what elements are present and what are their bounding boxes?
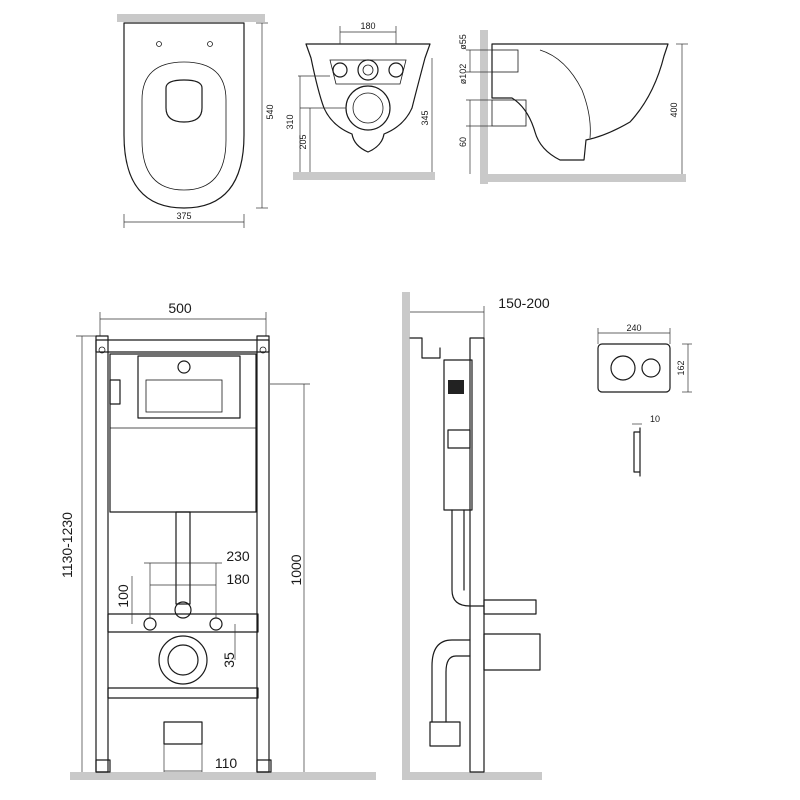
dim-label-bolt-top-height: 1000 <box>288 554 304 585</box>
drain-stub-side <box>429 721 461 747</box>
floor-hatch-frame-side <box>402 772 542 780</box>
dim-label-bolt-height: 310 <box>285 114 295 129</box>
dim-label-foot-spacing: 110 <box>215 755 238 771</box>
cistern-body <box>109 353 257 513</box>
frame-upright-right <box>256 335 270 773</box>
bottom-crossbar <box>107 687 259 699</box>
frame-bolt-left <box>98 346 106 354</box>
drain-bend-side <box>431 639 471 723</box>
rear-bolt-left <box>332 62 348 78</box>
cistern-side-body <box>443 359 473 511</box>
flush-button-small <box>641 358 661 378</box>
frame-front-view: 500 1130-1230 1000 <box>59 300 376 780</box>
mounting-rail <box>107 613 259 633</box>
frame-side-upright <box>469 337 485 773</box>
cistern-side-window <box>447 429 471 449</box>
drain-stub <box>163 721 203 745</box>
flush-plate-view: 240 162 10 <box>597 323 692 477</box>
wall-hatch-top <box>117 14 265 22</box>
dim-label-height-range: 1130-1230 <box>59 512 75 578</box>
dim-label-side-height: 400 <box>669 102 679 117</box>
frame-side-view: 150-200 <box>402 292 550 780</box>
flush-pipe-outlet <box>174 601 192 619</box>
dim-label-rear-span: 180 <box>360 21 375 31</box>
floor-hatch-side <box>480 174 686 182</box>
cistern-side-valve <box>448 380 464 394</box>
bowl-rim-top <box>141 61 227 191</box>
frame-top-rail <box>95 339 270 353</box>
bowl-side-outline <box>491 43 669 161</box>
dim-label-bowl-depth: 540 <box>265 104 275 119</box>
rear-inlet-core <box>362 64 374 76</box>
dim-label-total-height: 345 <box>420 110 430 125</box>
dim-label-plate-width: 240 <box>626 323 641 333</box>
wall-bracket <box>409 337 441 359</box>
flush-button-large <box>610 355 636 381</box>
dim-label-plate-thickness: 10 <box>650 414 660 424</box>
dim-label-inlet-offset: 100 <box>115 584 131 608</box>
flush-opening-inner <box>145 379 223 413</box>
dim-label-wall-gap: 150-200 <box>498 295 550 311</box>
dim-label-bolt-spacing: 180 <box>226 571 250 587</box>
frame-bolt-right <box>259 346 267 354</box>
valve-cap <box>177 360 191 374</box>
stud-left <box>143 617 157 631</box>
seat-hole-left <box>156 41 162 47</box>
frame-upright-left <box>95 335 109 773</box>
seat-hole-right <box>207 41 213 47</box>
bowl-side-view: ø55 ø102 60 400 <box>458 30 688 184</box>
side-inlet-pipe <box>491 49 519 73</box>
dim-label-bowl-width: 375 <box>176 211 191 221</box>
bowl-opening-top <box>165 79 203 123</box>
bowl-rear-view: 180 310 205 345 <box>285 21 435 180</box>
rear-outlet-inner <box>352 92 384 124</box>
flush-pipe <box>175 511 191 605</box>
drain-outlet-outer <box>158 635 208 685</box>
dim-label-plate-height: 162 <box>676 360 686 375</box>
dim-label-stud-spacing: 230 <box>226 548 250 564</box>
flush-opening-frame <box>137 355 241 419</box>
foot-left <box>95 759 111 773</box>
drain-outlet-inner <box>167 644 199 676</box>
dim-label-frame-width: 500 <box>168 300 192 316</box>
dim-label-outlet-offset: 60 <box>458 137 468 147</box>
connector-side-lower <box>483 633 541 671</box>
bowl-outline-top <box>123 22 245 209</box>
foot-right <box>256 759 272 773</box>
rear-bolt-right <box>388 62 404 78</box>
bowl-side-inner <box>539 49 591 139</box>
bowl-rear-inner <box>329 59 407 85</box>
flush-plate-side-profile <box>633 427 641 477</box>
dim-label-outlet-diameter: ø102 <box>458 64 468 85</box>
flush-pipe-side <box>451 509 485 607</box>
dim-label-outlet-height: 205 <box>298 134 308 149</box>
side-outlet-pipe <box>491 99 527 127</box>
stud-right <box>209 617 223 631</box>
floor-hatch-rear <box>293 172 435 180</box>
floor-hatch-frame <box>70 772 376 780</box>
connector-side-upper <box>483 599 537 615</box>
rear-inlet-ring <box>357 59 379 81</box>
dim-label-inlet-diameter: ø55 <box>458 34 468 50</box>
bowl-top-view: 375 540 <box>117 14 275 228</box>
wall-hatch-side <box>480 30 488 184</box>
cistern-tab-left <box>109 379 121 405</box>
wall-hatch-frame-side <box>402 292 410 780</box>
dim-label-outlet-offset-frame: 35 <box>221 652 237 668</box>
